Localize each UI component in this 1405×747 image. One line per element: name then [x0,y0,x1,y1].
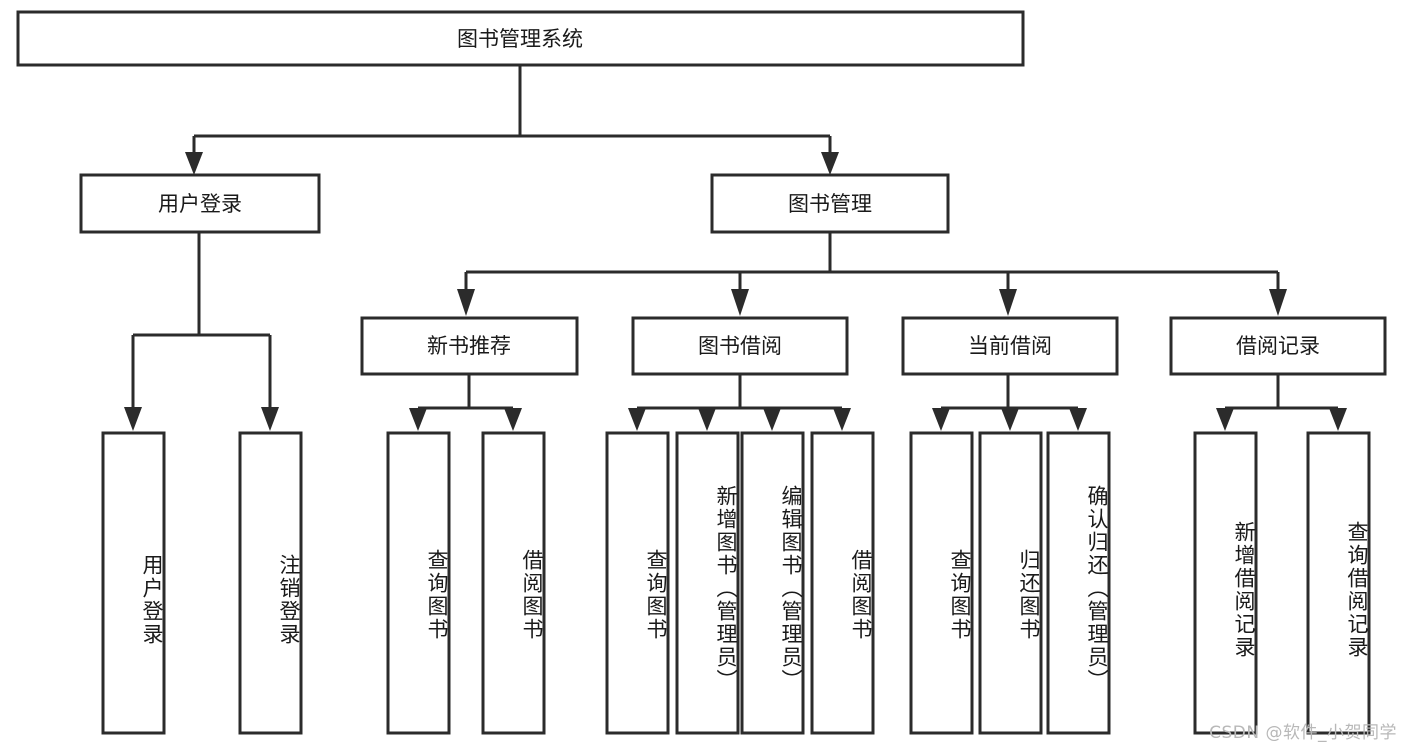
node-current-box[interactable] [901,316,1119,376]
connector-group-login [124,232,279,431]
node-current[interactable]: 当前借阅 [901,316,1119,376]
arrow-head-bookmgmt-to-borrow [731,289,749,316]
node-newbook-label: 新书推荐 [427,334,511,358]
node-borrow-add-box[interactable] [675,431,740,735]
node-bookmgmt-label: 图书管理 [788,192,872,216]
node-borrow-box[interactable] [631,316,849,376]
connector-group-newbook [409,374,522,431]
node-borrow[interactable]: 图书借阅 [631,316,849,376]
arrow-head-login-to-logout [261,407,279,431]
arrow-head-bookmgmt-to-newbook [457,289,475,316]
connector-group-record [1216,374,1347,431]
node-current-confirm-box[interactable] [1046,431,1111,735]
node-bookmgmt-box[interactable] [710,173,950,234]
csdn-watermark: CSDN @软件_小贺同学 [1209,723,1397,743]
node-borrow-label: 图书借阅 [698,334,782,358]
arrow-head-borrow-to-edit [763,408,781,431]
node-record-label: 借阅记录 [1236,334,1320,358]
node-record-add-box[interactable] [1193,431,1258,735]
node-root[interactable]: 图书管理系统 [16,10,1025,67]
connector-group-bookmgmt [457,232,1287,316]
node-record-query-box[interactable] [1306,431,1371,735]
connector-group-borrow [628,374,851,431]
arrow-head-newbook-to-query [409,408,427,431]
node-root-label: 图书管理系统 [457,27,583,51]
node-current-query-box[interactable] [909,431,974,735]
arrow-head-current-to-confirm [1069,408,1087,431]
arrow-head-bookmgmt-to-record [1269,289,1287,316]
node-newbook-query-box[interactable] [386,431,451,735]
arrow-head-record-to-add [1216,408,1234,431]
arrow-head-current-to-return [1001,408,1019,431]
node-root-box[interactable] [16,10,1025,67]
node-login[interactable]: 用户登录 [79,173,321,234]
node-record[interactable]: 借阅记录 [1169,316,1387,376]
arrow-head-borrow-to-lend [833,408,851,431]
arrow-head-root-to-bookmgmt [821,152,839,175]
arrow-head-current-to-query [932,408,950,431]
node-login-user-box[interactable] [101,431,166,735]
node-newbook[interactable]: 新书推荐 [360,316,579,376]
node-current-label: 当前借阅 [968,334,1052,358]
arrow-head-newbook-to-borrow [504,408,522,431]
node-borrow-lend-box[interactable] [810,431,875,735]
arrow-head-borrow-to-add [698,408,716,431]
node-bookmgmt[interactable]: 图书管理 [710,173,950,234]
leaf-boxes-group [101,431,1371,735]
node-borrow-edit-box[interactable] [740,431,805,735]
connector-group-current [932,374,1087,431]
node-login-label: 用户登录 [158,192,242,216]
node-newbook-borrow-box[interactable] [481,431,546,735]
arrow-head-login-to-user [124,407,142,431]
node-current-return-box[interactable] [978,431,1043,735]
node-record-box[interactable] [1169,316,1387,376]
arrow-head-record-to-query [1329,408,1347,431]
arrow-head-root-to-login [185,152,203,175]
arrow-head-borrow-to-query [628,408,646,431]
node-login-logout-box[interactable] [238,431,303,735]
node-login-box[interactable] [79,173,321,234]
node-newbook-box[interactable] [360,316,579,376]
arrow-head-bookmgmt-to-current [999,289,1017,316]
node-borrow-query-box[interactable] [605,431,670,735]
connector-group-root [185,65,839,175]
